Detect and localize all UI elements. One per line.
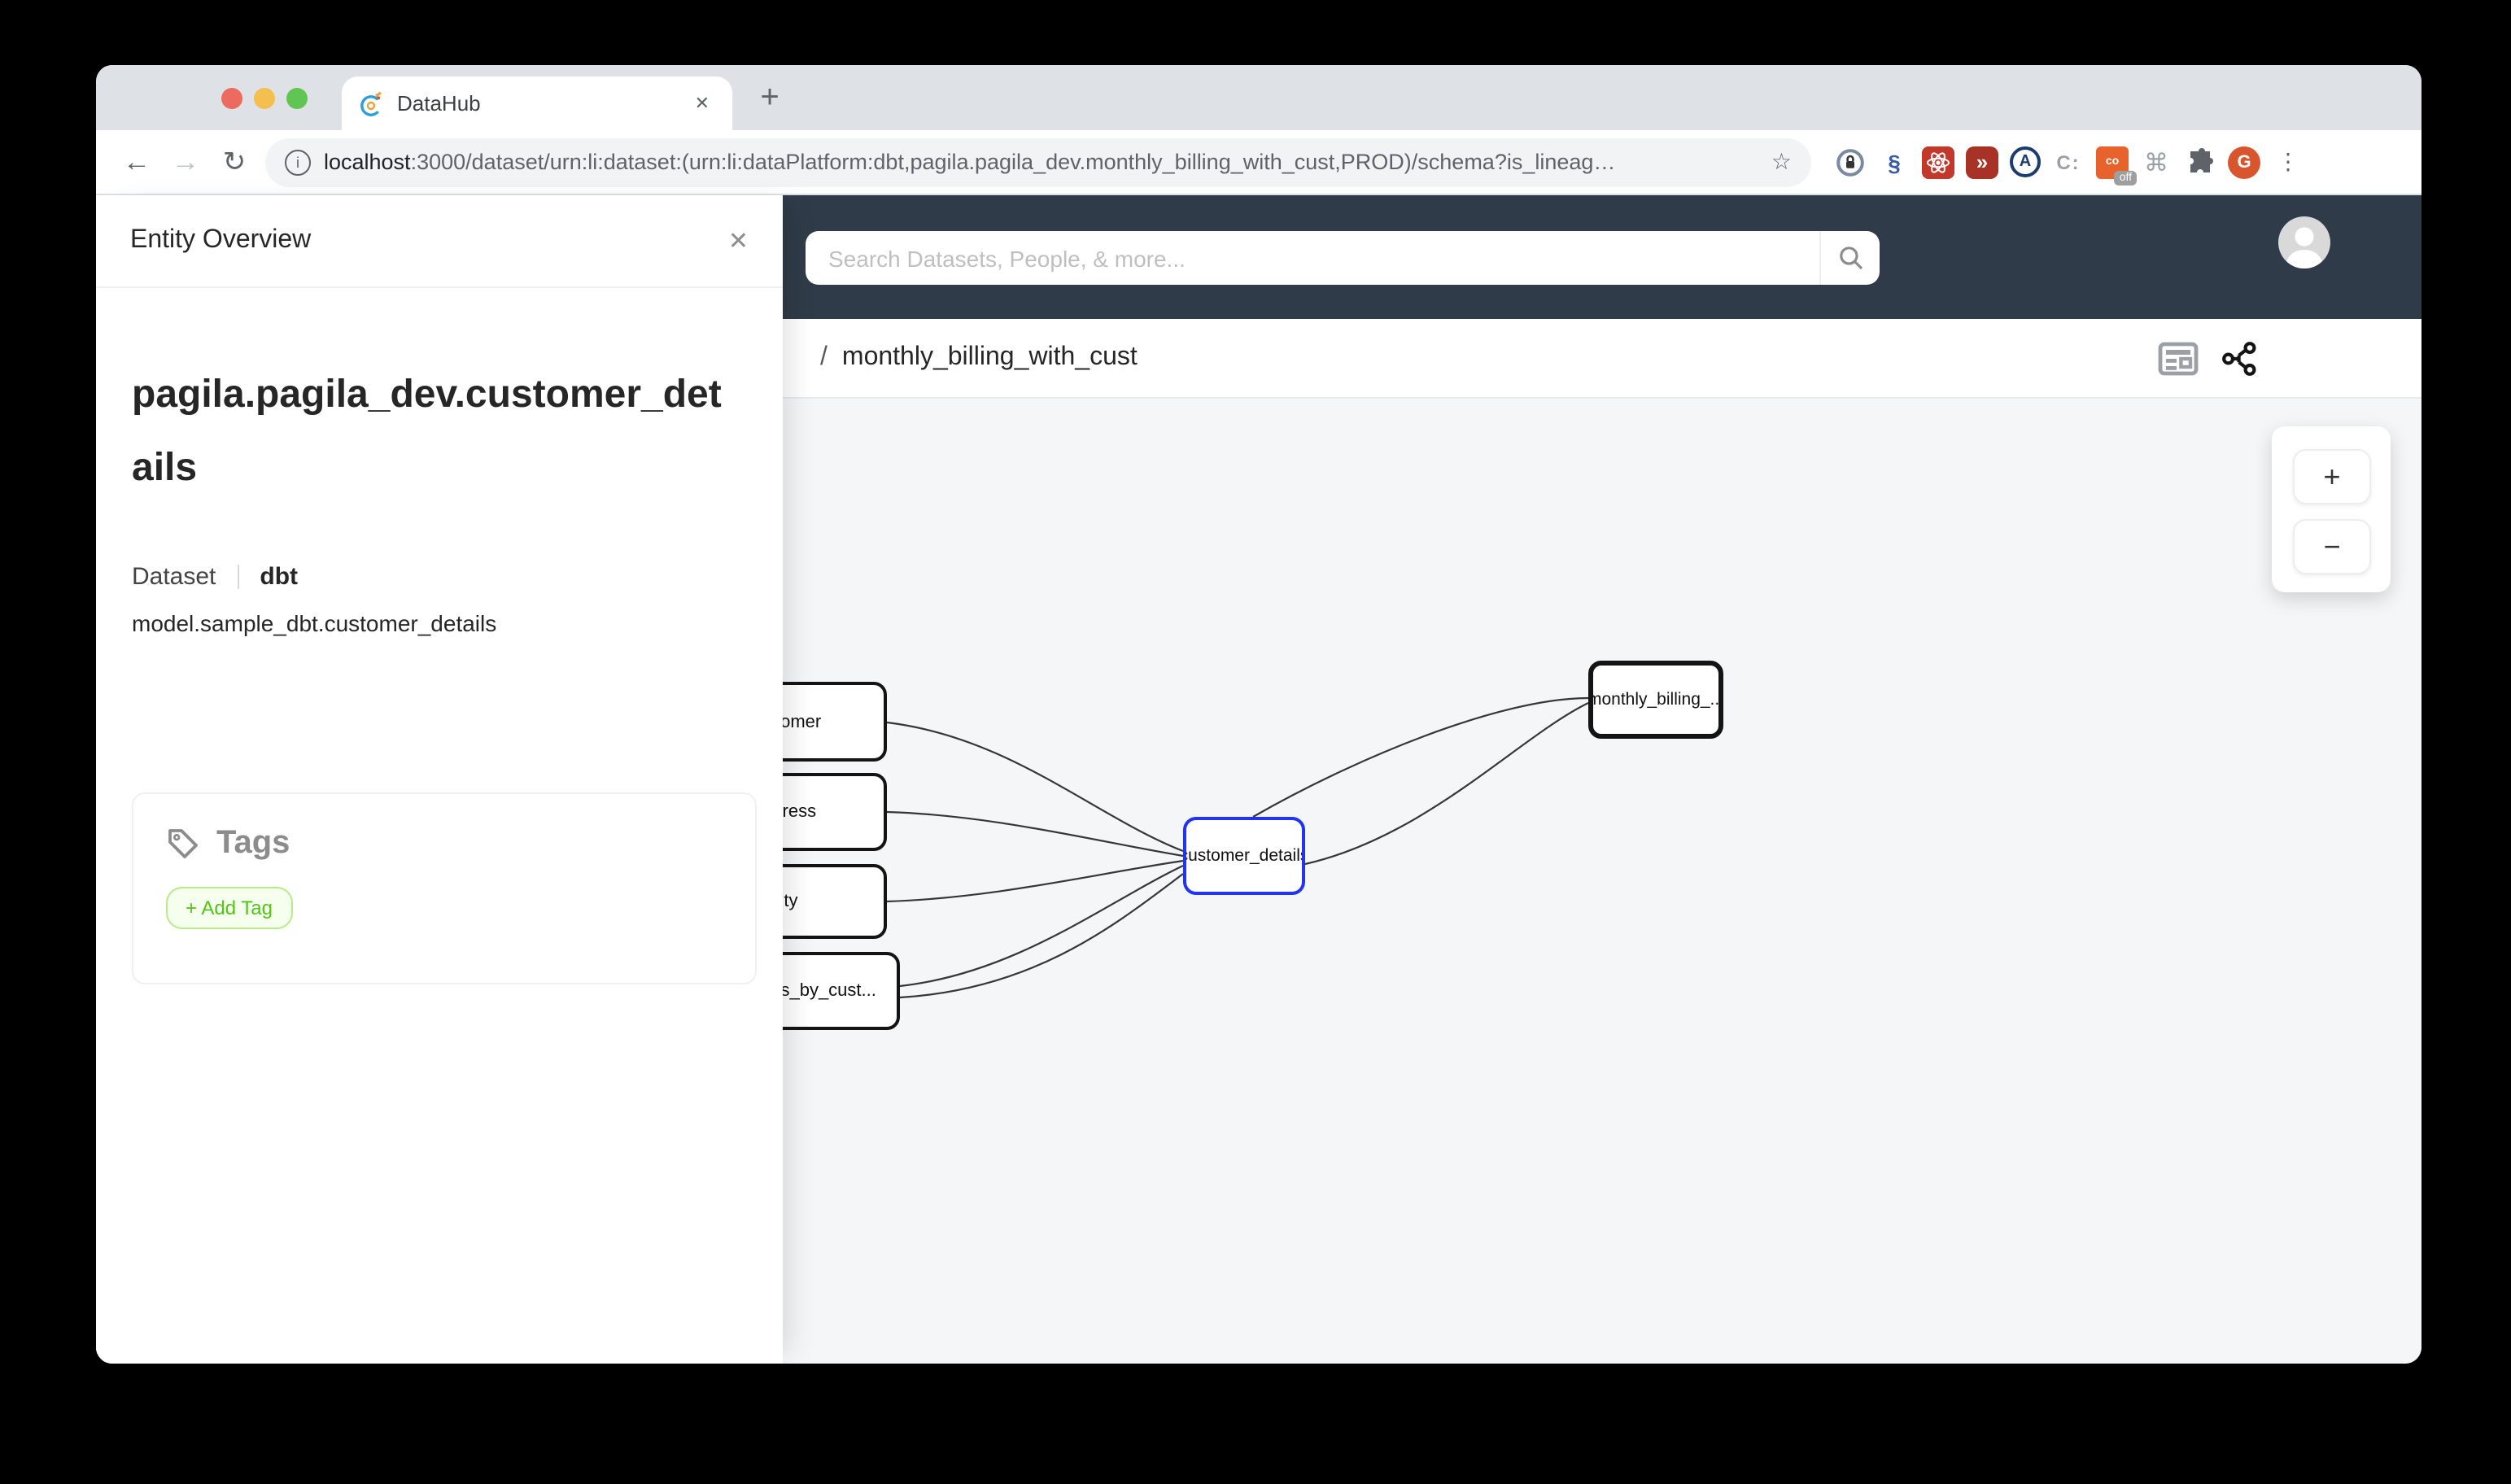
lineage-node-customer_details[interactable]: customer_details [1183, 817, 1305, 895]
type-divider [237, 565, 239, 589]
zoom-in-button[interactable]: + [2293, 449, 2371, 504]
search-input[interactable] [806, 231, 1819, 285]
fast-forward-extension-icon[interactable]: » [1966, 146, 1998, 178]
forward-icon[interactable]: → [172, 146, 199, 177]
lock-extension-icon[interactable] [1834, 146, 1867, 178]
browser-window: DataHub ✕ + ← → ↻ i localhost:3000/datas… [96, 65, 2421, 1364]
browser-tab-strip: DataHub ✕ + [96, 65, 2421, 130]
traffic-light-close-icon[interactable] [221, 88, 242, 109]
traffic-light-minimize-icon[interactable] [254, 88, 275, 109]
browser-tab[interactable]: DataHub ✕ [342, 76, 732, 130]
tags-card: Tags + Add Tag [132, 792, 757, 984]
platform-label[interactable]: dbt [260, 563, 299, 591]
cors-off-badge: off [2114, 170, 2137, 185]
breadcrumb-current[interactable]: monthly_billing_with_cust [841, 343, 1138, 371]
drawer-title: Entity Overview [130, 226, 312, 254]
tab-close-icon[interactable]: ✕ [694, 94, 710, 114]
tab-title: DataHub [397, 91, 481, 116]
profile-avatar-chip[interactable]: G [2228, 146, 2260, 178]
url-path: :3000/dataset/urn:li:dataset:(urn:li:dat… [410, 150, 1616, 174]
drawer-header: Entity Overview ✕ [96, 195, 783, 288]
search-icon[interactable] [1819, 231, 1880, 285]
a-circle-extension-icon[interactable]: A [2010, 146, 2041, 177]
entity-type-label: Dataset [132, 563, 216, 591]
tags-header: Tags [166, 825, 723, 862]
add-tag-button[interactable]: + Add Tag [166, 887, 292, 929]
breadcrumb: / monthly_billing_with_cust [820, 319, 1138, 397]
cors-extension-label: co [2105, 156, 2120, 168]
react-devtools-extension-icon[interactable] [1922, 146, 1954, 178]
cors-extension-icon[interactable]: co off [2096, 146, 2137, 185]
model-name: model.sample_dbt.customer_details [132, 610, 497, 636]
back-icon[interactable]: ← [123, 146, 151, 177]
breadcrumb-separator: / [820, 343, 828, 371]
details-view-icon[interactable] [2158, 342, 2199, 376]
site-info-icon[interactable]: i [285, 149, 311, 175]
browser-menu-icon[interactable]: ⋮ [2277, 148, 2299, 174]
entity-overview-drawer: Entity Overview ✕ pagila.pagila_dev.cust… [96, 195, 783, 1364]
url-domain: localhost [324, 150, 411, 174]
extensions-puzzle-icon[interactable] [2184, 146, 2216, 178]
bookmark-star-icon[interactable]: ☆ [1771, 148, 1792, 174]
datahub-favicon [358, 90, 384, 116]
search-extension-icon[interactable]: § [1888, 149, 1901, 175]
view-toggle-icons [2158, 340, 2259, 378]
entity-type-row: Dataset dbt [132, 563, 298, 591]
zoom-out-button[interactable]: − [2293, 519, 2371, 574]
traffic-light-zoom-icon[interactable] [286, 88, 308, 109]
url-bar[interactable]: i localhost:3000/dataset/urn:li:dataset:… [265, 137, 1811, 186]
user-avatar[interactable] [2278, 216, 2330, 268]
tag-icon [166, 827, 200, 861]
new-tab-button[interactable]: + [760, 79, 780, 115]
command-extension-icon[interactable]: ⌘ [2144, 149, 2168, 177]
lineage-view-icon[interactable] [2221, 340, 2259, 378]
search-bar [806, 231, 1880, 285]
browser-toolbar: ← → ↻ i localhost:3000/dataset/urn:li:da… [96, 130, 2421, 195]
entity-name: pagila.pagila_dev.customer_details [132, 373, 722, 490]
zoom-controls: + − [2272, 426, 2391, 592]
extensions-row: § » A C: co off ⌘ G ⋮ [1834, 146, 2304, 185]
lineage-node-monthly_billing_with_cust[interactable]: monthly_billing_... [1588, 661, 1723, 739]
url-text[interactable]: localhost:3000/dataset/urn:li:dataset:(u… [324, 150, 1762, 174]
reload-icon[interactable]: ↻ [222, 146, 247, 177]
clipboard-extension-icon[interactable]: C: [2056, 151, 2081, 173]
close-icon[interactable]: ✕ [727, 228, 749, 255]
tags-title: Tags [216, 825, 290, 861]
